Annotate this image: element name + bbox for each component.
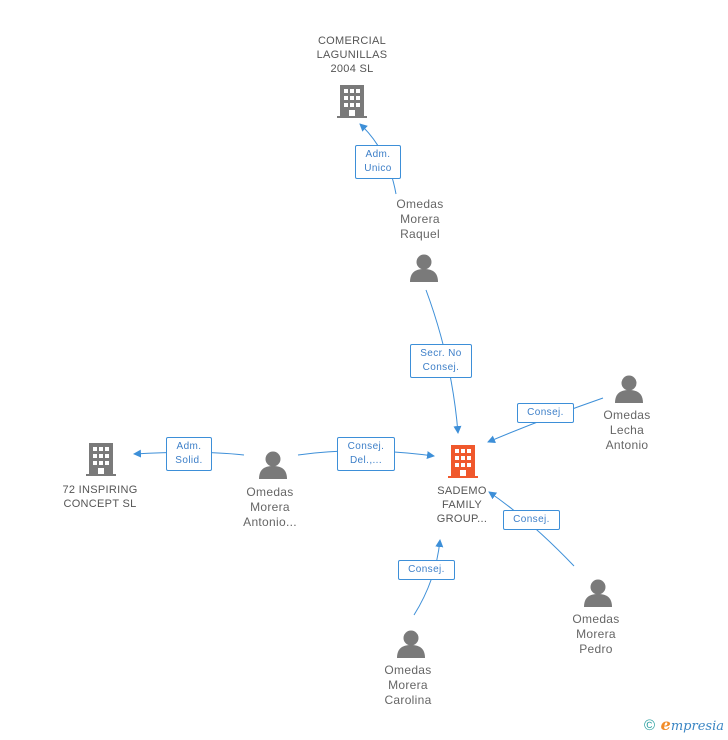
node-label-line: Omedas bbox=[572, 612, 620, 626]
node-label-line: Raquel bbox=[400, 227, 440, 241]
node-label-line: GROUP... bbox=[436, 513, 488, 525]
brand-logo: empresia bbox=[660, 715, 724, 734]
node-label-line: Omedas bbox=[396, 197, 444, 211]
node-label-inspiring[interactable]: 72 INSPIRING CONCEPT SL bbox=[48, 483, 152, 511]
edge-label-adm-solid[interactable]: Adm. Solid. bbox=[166, 437, 212, 471]
building-icon[interactable] bbox=[337, 85, 367, 118]
person-icon[interactable] bbox=[410, 254, 438, 283]
node-label-line: SADEMO bbox=[437, 485, 487, 497]
edge-label-consej-lecha[interactable]: Consej. bbox=[517, 403, 574, 423]
person-icon[interactable] bbox=[615, 375, 643, 404]
person-icon[interactable] bbox=[397, 630, 425, 659]
edge-label-line: Consej. bbox=[347, 441, 385, 452]
building-icon[interactable] bbox=[86, 443, 116, 476]
edge-label-secr[interactable]: Secr. No Consej. bbox=[410, 344, 472, 378]
node-label-line: Lecha bbox=[609, 423, 645, 437]
node-label-line: Omedas bbox=[384, 663, 432, 677]
edge-label-line: Solid. bbox=[175, 455, 203, 466]
copyright-icon: © bbox=[643, 717, 656, 734]
node-label-line: Carolina bbox=[384, 693, 432, 707]
node-label-line: 2004 SL bbox=[330, 63, 374, 75]
edge-label-line: Unico bbox=[364, 163, 392, 174]
edge-label-adm-unico[interactable]: Adm. Unico bbox=[355, 145, 401, 179]
node-label-line: Morera bbox=[388, 678, 428, 692]
node-label-line: CONCEPT SL bbox=[63, 498, 137, 510]
node-label-line: Omedas bbox=[603, 408, 651, 422]
footer-brand[interactable]: © empresia bbox=[644, 715, 724, 734]
node-label-line: Antonio... bbox=[243, 515, 297, 529]
node-label-line: FAMILY bbox=[441, 499, 483, 511]
node-label-line: Morera bbox=[576, 627, 616, 641]
edge-label-line: Secr. No bbox=[420, 348, 462, 359]
node-label-line: Antonio bbox=[605, 438, 649, 452]
node-label-lecha[interactable]: Omedas Lecha Antonio bbox=[585, 408, 669, 453]
node-label-pedro[interactable]: Omedas Morera Pedro bbox=[554, 612, 638, 657]
edge-label-line: Adm. bbox=[176, 441, 202, 452]
node-label-line: Omedas bbox=[246, 485, 294, 499]
node-label-comercial[interactable]: COMERCIAL LAGUNILLAS 2004 SL bbox=[300, 34, 404, 76]
node-label-antonio-morera[interactable]: Omedas Morera Antonio... bbox=[228, 485, 312, 530]
node-label-line: Pedro bbox=[579, 642, 613, 656]
node-label-raquel[interactable]: Omedas Morera Raquel bbox=[378, 197, 462, 242]
edge-label-line: Consej. bbox=[513, 514, 550, 525]
person-icon[interactable] bbox=[259, 451, 287, 480]
node-label-line: COMERCIAL bbox=[317, 35, 387, 47]
edge-label-line: Del.,... bbox=[349, 455, 383, 466]
edge-label-line: Consej. bbox=[408, 564, 445, 575]
edge-label-consej-carolina[interactable]: Consej. bbox=[398, 560, 455, 580]
edge-label-line: Consej. bbox=[527, 407, 564, 418]
node-label-sademo[interactable]: SADEMO FAMILY GROUP... bbox=[414, 484, 510, 526]
node-label-carolina[interactable]: Omedas Morera Carolina bbox=[366, 663, 450, 708]
node-label-line: LAGUNILLAS bbox=[316, 49, 388, 61]
node-label-line: 72 INSPIRING bbox=[62, 484, 138, 496]
edge-label-line: Consej. bbox=[422, 362, 460, 373]
node-label-line: Morera bbox=[400, 212, 440, 226]
edge-label-line: Adm. bbox=[365, 149, 391, 160]
building-icon[interactable] bbox=[448, 445, 478, 478]
edge-label-consej-pedro[interactable]: Consej. bbox=[503, 510, 560, 530]
node-label-line: Morera bbox=[250, 500, 290, 514]
edge-label-consej-del[interactable]: Consej. Del.,... bbox=[337, 437, 395, 471]
person-icon[interactable] bbox=[584, 579, 612, 608]
